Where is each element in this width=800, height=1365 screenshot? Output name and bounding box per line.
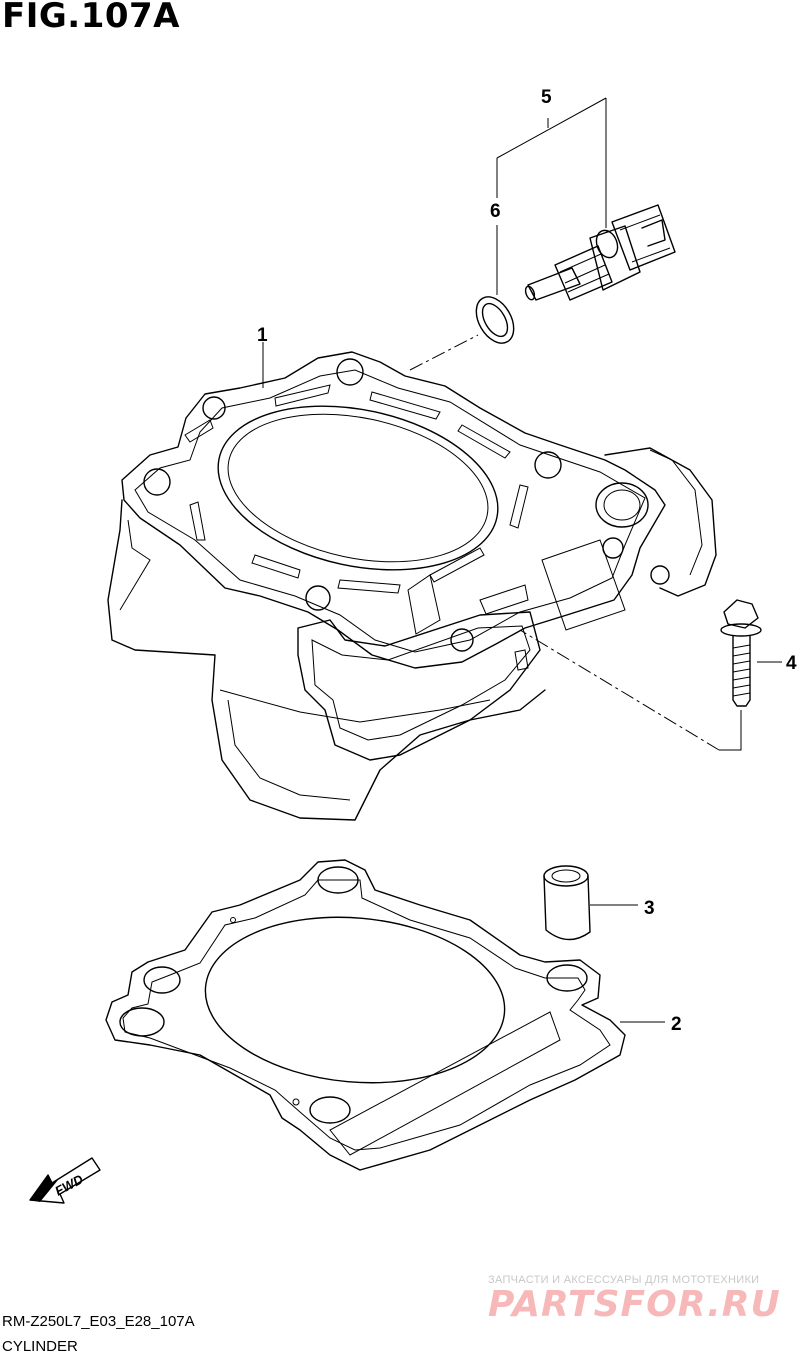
- callout-2: 2: [671, 1014, 682, 1035]
- watermark-logo: PARTSFOR.RU: [488, 1284, 781, 1325]
- callout-6: 6: [490, 201, 501, 222]
- callout-3: 3: [644, 898, 655, 919]
- callout-4: 4: [786, 653, 797, 674]
- section-name: CYLINDER: [2, 1338, 78, 1355]
- leader-lines: [262, 97, 782, 1023]
- gasket-part[interactable]: [105, 859, 626, 1171]
- figure-title: FIG.107A: [2, 0, 180, 36]
- callout-5: 5: [541, 87, 552, 108]
- callout-1: 1: [257, 325, 268, 346]
- o-ring-part[interactable]: [469, 290, 522, 349]
- dowel-pin-part[interactable]: [543, 865, 591, 941]
- bolt-part[interactable]: [720, 599, 762, 707]
- watermark-tagline: ЗАПЧАСТИ И АКСЕССУАРЫ ДЛЯ МОТОТЕХНИКИ: [488, 1274, 760, 1286]
- cylinder-part[interactable]: [107, 351, 717, 821]
- figure-code: RM-Z250L7_E03_E28_107A: [2, 1313, 195, 1330]
- fwd-arrow-icon: FWD: [29, 1157, 101, 1204]
- sensor-part[interactable]: [524, 204, 676, 301]
- fwd-label: FWD: [52, 1171, 86, 1198]
